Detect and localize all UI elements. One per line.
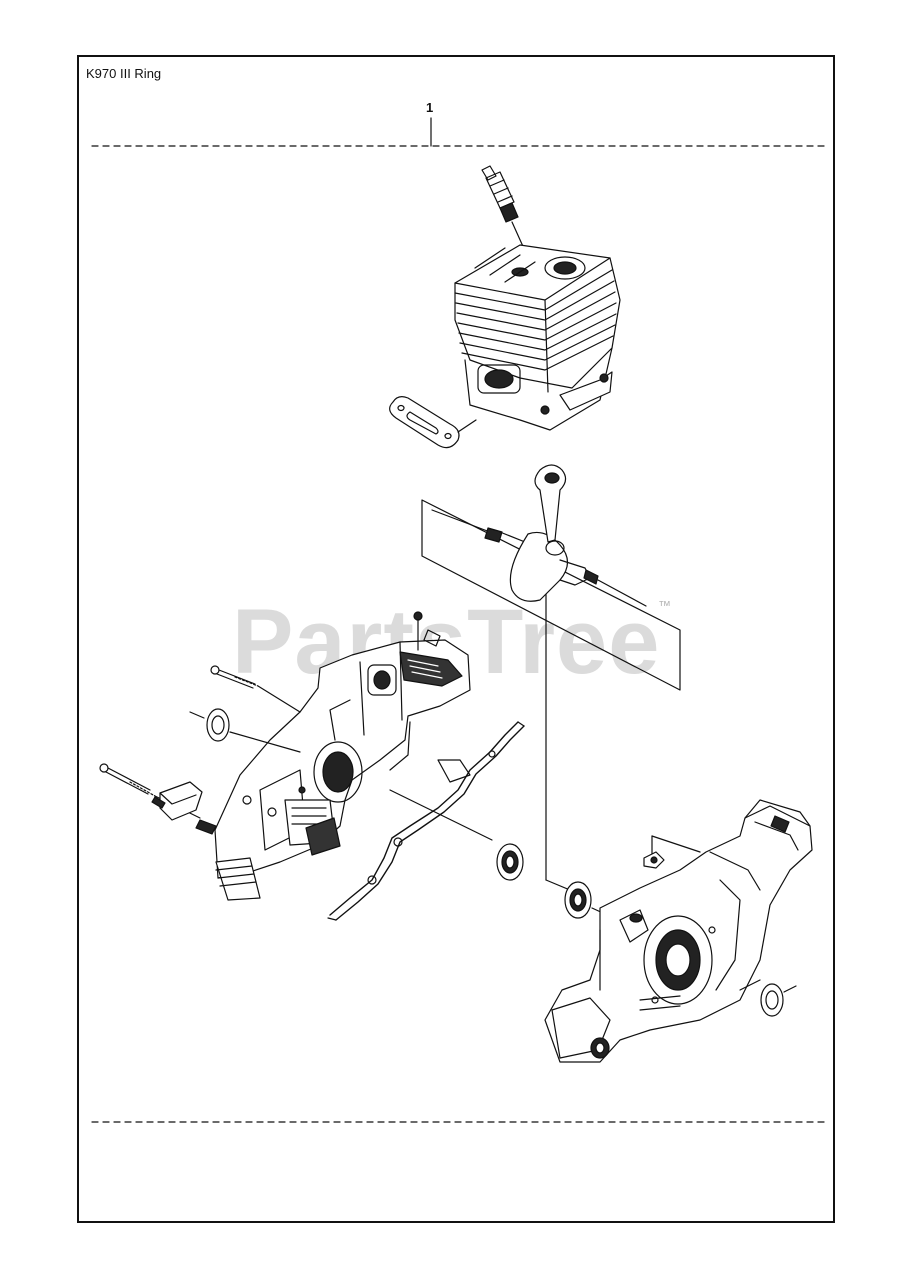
callout-number: 1 — [426, 100, 434, 115]
crankcase-gasket — [327, 721, 525, 921]
model-title: K970 III Ring — [86, 66, 162, 81]
crankcase-nut — [643, 835, 701, 869]
main-bearing-right — [564, 881, 641, 931]
seal-ring-left — [189, 708, 301, 753]
crankcase-half-right — [544, 799, 813, 1063]
seal-ring-right — [739, 979, 797, 1017]
kit-bracket — [91, 117, 825, 1123]
cylinder — [454, 244, 621, 431]
crankshaft-bracket — [421, 499, 681, 891]
crankshaft — [431, 464, 647, 607]
spark-plug — [481, 165, 531, 263]
main-bearing-left — [389, 789, 524, 881]
cylinder-gasket — [389, 396, 477, 449]
crankcase-half-left — [214, 639, 471, 901]
mounting-bracket — [151, 781, 217, 835]
trademark-symbol: ™ — [658, 598, 671, 613]
diagram-frame — [77, 55, 835, 1223]
